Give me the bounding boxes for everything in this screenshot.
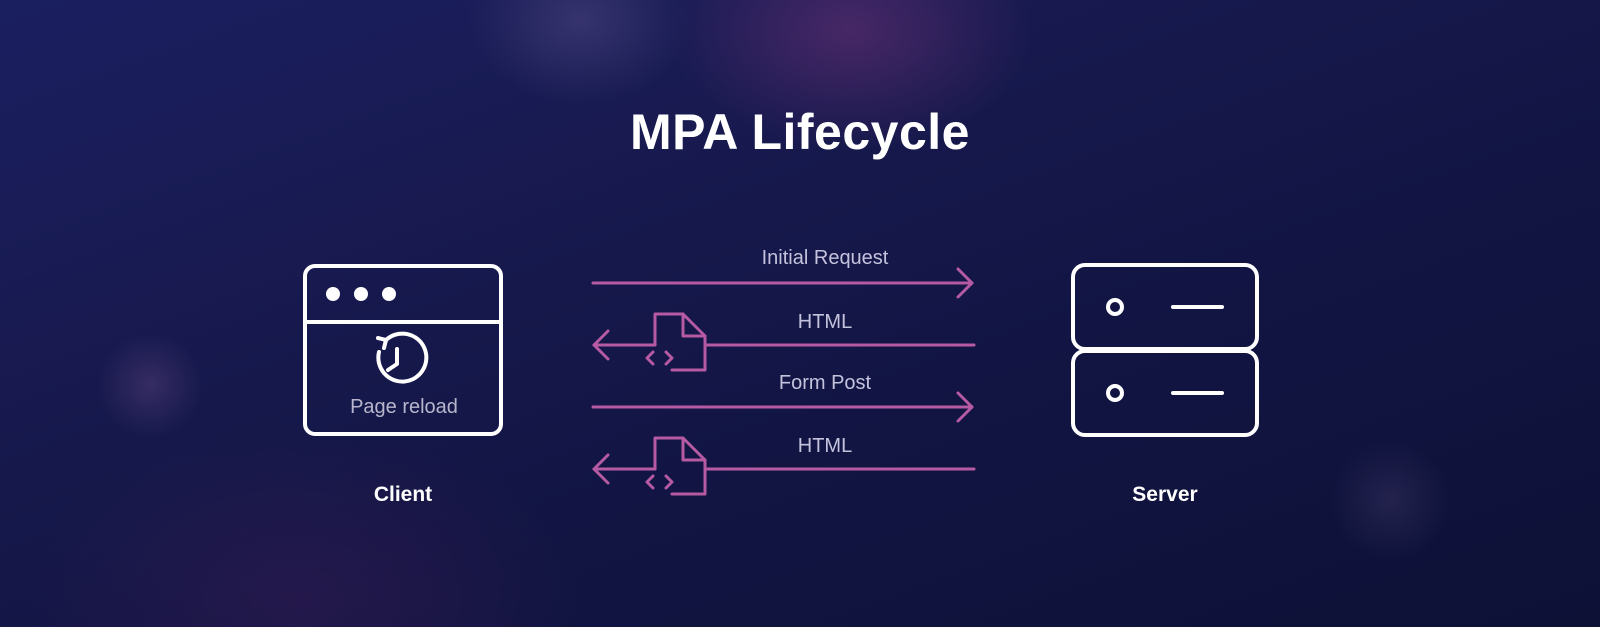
server-label: Server	[1132, 483, 1198, 506]
client-label: Client	[373, 483, 433, 506]
arrow-form-post	[591, 391, 974, 423]
message-label: Form Post	[778, 372, 872, 394]
page-reload-label: Page reload	[350, 396, 458, 418]
server-icon	[1071, 263, 1259, 437]
arrow-html-response-1	[592, 312, 976, 372]
diagram-title: MPA Lifecycle	[630, 104, 970, 160]
html-file-icon	[645, 436, 707, 496]
browser-window-icon	[303, 264, 503, 436]
message-label: HTML	[797, 435, 853, 457]
arrow-initial-request	[591, 267, 974, 299]
html-file-icon	[645, 312, 707, 372]
arrow-html-response-2	[592, 436, 976, 496]
history-clock-icon	[376, 331, 429, 384]
message-label: Initial Request	[761, 247, 889, 269]
message-label: HTML	[797, 311, 853, 333]
